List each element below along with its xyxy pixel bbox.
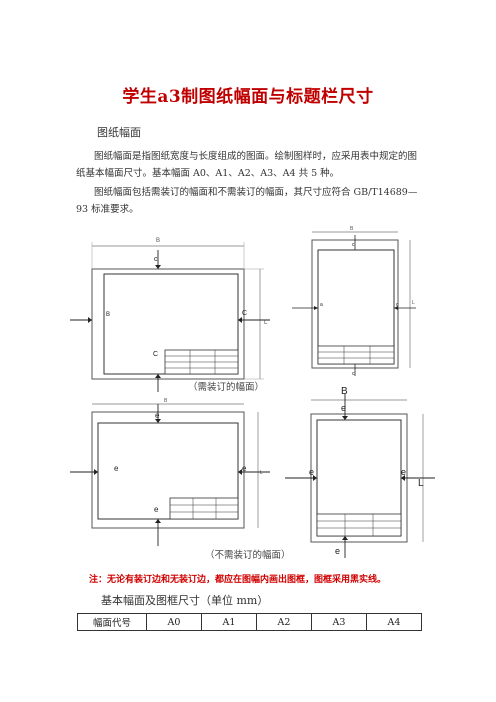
section-heading: 图纸幅面 — [97, 126, 141, 139]
label-c-bottom-2: c — [352, 371, 355, 377]
label-c-top-2: c — [352, 242, 355, 248]
label-e-right-3: e — [242, 464, 247, 473]
label-c-right-2: c — [396, 302, 399, 308]
label-l-4: L — [418, 478, 424, 489]
label-c-top: c — [154, 256, 158, 263]
label-l: L — [264, 320, 268, 326]
label-a-2: a — [320, 302, 323, 308]
label-b-2: B — [350, 226, 354, 232]
label-e-bottom-4: e — [335, 546, 340, 556]
diagram-unbound-landscape: B L e e e e — [70, 398, 270, 546]
label-e-left-4: e — [309, 467, 314, 477]
label-e-right-4: e — [401, 467, 406, 477]
label-a-left: B — [106, 312, 110, 318]
diagram-bound-portrait: B L c a c c — [292, 226, 416, 377]
table-cell: A4 — [366, 613, 422, 631]
caption-bound: （需装订的幅面） — [188, 382, 265, 393]
paragraph-2: 图纸幅面包括需装订的幅面和不需装订的幅面，其尺寸应符合 GB/T14689—93… — [76, 187, 418, 215]
label-e-bottom-3: e — [154, 505, 159, 514]
label-b-4: B — [341, 386, 348, 397]
caption-unbound: （不需装订的幅面） — [205, 550, 291, 561]
note-text: 注：无论有装订边和无装订边，都应在图幅内画出图框，图框采用黑实线。 — [89, 575, 387, 585]
table-cell: A2 — [256, 613, 312, 631]
label-c-bottom: C — [153, 351, 158, 358]
table-cell: A0 — [146, 613, 202, 631]
diagram-unbound-portrait: B L e e e e — [285, 386, 435, 558]
label-l-2: L — [412, 300, 415, 306]
paragraph-1: 图纸幅面是指图纸宽度与长度组成的图面。绘制图样时，应采用表中规定的图纸基本幅面尺… — [76, 151, 418, 179]
label-c-right: C — [242, 310, 247, 317]
document-title: 学生a3制图纸幅面与标题栏尺寸 — [122, 87, 374, 107]
table-heading: 基本幅面及图框尺寸（单位 mm） — [101, 594, 269, 607]
label-e-top-3: e — [155, 411, 160, 420]
table-cell: 幅面代号 — [77, 613, 147, 631]
label-b: B — [156, 238, 160, 244]
table-row: 幅面代号 A0 A1 A2 A3 A4 — [77, 613, 422, 631]
label-e-top-4: e — [341, 403, 346, 413]
diagram-bound-landscape: B L c B C C — [70, 238, 270, 392]
table-cell: A3 — [311, 613, 367, 631]
label-b-3: B — [164, 398, 168, 404]
label-e-left-3: e — [114, 464, 119, 473]
format-size-table: 幅面代号 A0 A1 A2 A3 A4 — [77, 613, 422, 631]
table-cell: A1 — [201, 613, 257, 631]
label-l-3: L — [260, 470, 263, 476]
